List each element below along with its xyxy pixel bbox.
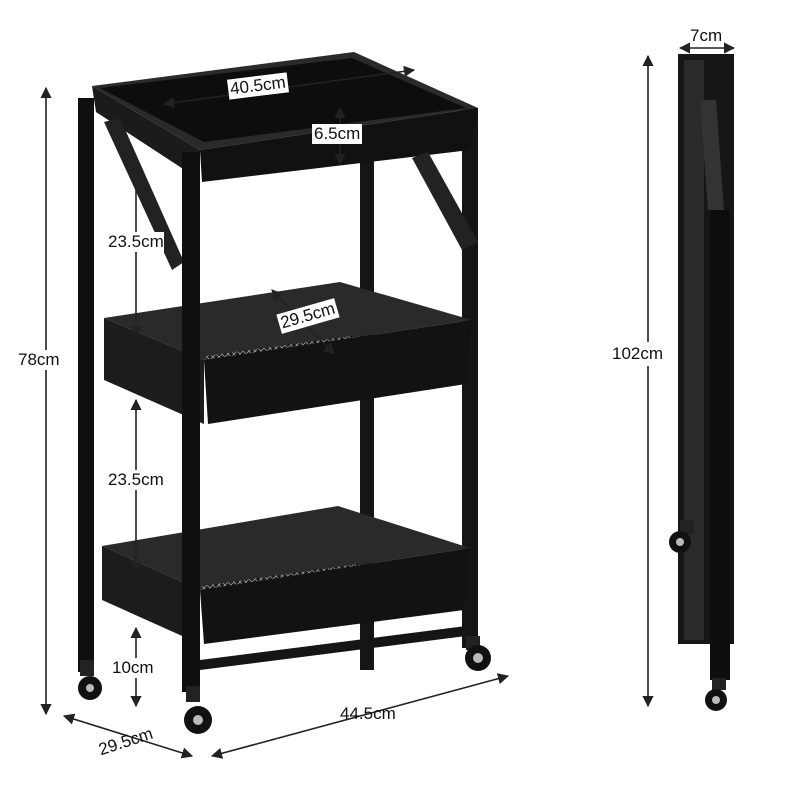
label-folded-height: 102cm xyxy=(612,342,664,366)
cart-unfolded xyxy=(78,52,491,734)
folding-bracket-right xyxy=(412,152,478,250)
front-post-center xyxy=(182,152,200,692)
label-folded-thickness: 7cm xyxy=(690,26,723,45)
label-top-depth: 6.5cm xyxy=(312,124,363,144)
caster-back-right xyxy=(465,636,491,671)
label-tier-gap-lower: 23.5cm xyxy=(108,470,164,490)
folding-bracket-left xyxy=(104,118,184,270)
label-total-height: 78cm xyxy=(18,350,60,370)
folded-frame-inner xyxy=(684,60,704,640)
base-bar xyxy=(200,626,466,670)
cart-folded xyxy=(669,54,734,711)
front-post-left xyxy=(78,98,94,672)
folded-bracket xyxy=(700,100,724,210)
middle-tray xyxy=(104,282,472,424)
caster-front-center xyxy=(184,686,212,734)
label-base-width: 44.5cm xyxy=(340,704,396,723)
arrow-base-depth xyxy=(62,713,194,759)
folded-caster-mid xyxy=(669,520,694,553)
label-wheel-clearance: 10cm xyxy=(112,658,154,678)
bottom-tray xyxy=(102,506,470,644)
label-tier-gap-upper: 23.5cm xyxy=(108,232,164,252)
arrow-base-width xyxy=(210,673,510,759)
folded-caster-bottom xyxy=(705,678,727,711)
caster-front-left xyxy=(78,660,102,700)
folded-post xyxy=(710,210,730,680)
arrow-top-width xyxy=(162,65,416,109)
